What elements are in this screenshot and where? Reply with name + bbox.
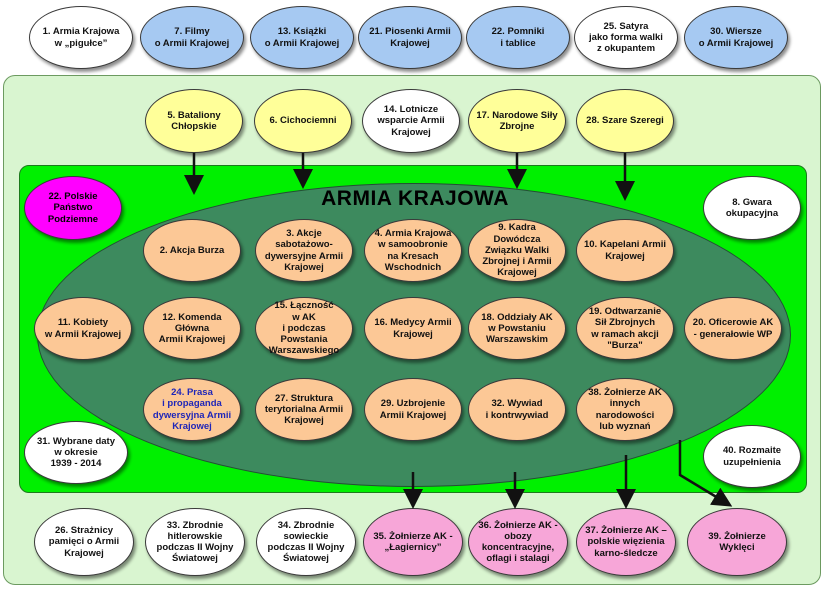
node-cichociemni[interactable]: 6. Cichociemni [254,89,352,153]
node-odtwarzanie-sil[interactable]: 19. Odtwarzanie Sił Zbrojnych w ramach a… [576,297,674,360]
node-kadra-dowodcza[interactable]: 9. Kadra Dowódcza Związku Walki Zbrojnej… [468,219,566,282]
node-rozmaite-uzupelnienia[interactable]: 40. Rozmaite uzupełnienia [703,425,801,488]
node-wybrane-daty[interactable]: 31. Wybrane daty w okresie 1939 - 2014 [24,421,128,484]
node-bataliony-chlopskie[interactable]: 5. Bataliony Chłopskie [145,89,243,153]
node-polskie-panstwo-podziemne[interactable]: 22. Polskie Państwo Podziemne [24,176,122,240]
node-komenda-glowna[interactable]: 12. Komenda Główna Armii Krajowej [143,297,241,360]
node-prasa-propaganda[interactable]: 24. Prasa i propaganda dywersyjna Armii … [143,378,241,441]
node-obozy-koncentracyjne[interactable]: 36. Żołnierze AK - obozy koncentracyjne,… [468,508,568,576]
node-uzbrojenie[interactable]: 29. Uzbrojenie Armii Krajowej [364,378,462,441]
node-akcja-burza[interactable]: 2. Akcja Burza [143,219,241,282]
node-narodowe-sily-zbrojne[interactable]: 17. Narodowe Siły Zbrojne [468,89,566,153]
node-struktura-terytorialna[interactable]: 27. Struktura terytorialna Armii Krajowe… [255,378,353,441]
node-zbrodnie-hitlerowskie[interactable]: 33. Zbrodnie hitlerowskie podczas II Woj… [145,508,245,576]
node-straznicy-pamieci[interactable]: 26. Strażnicy pamięci o Armii Krajowej [34,508,134,576]
node-polskie-wiezienia[interactable]: 37. Żołnierze AK – polskie więzienia kar… [576,508,676,576]
node-pomniki[interactable]: 22. Pomniki i tablice [466,6,570,69]
node-lotnicze-wsparcie[interactable]: 14. Lotnicze wsparcie Armii Krajowej [362,89,460,153]
node-lagiernicy[interactable]: 35. Żołnierze AK - „Łagiernicy” [363,508,463,576]
node-zolnierze-innych-narodowosci[interactable]: 38. Żołnierze AK innych narodowości lub … [576,378,674,441]
node-samoobrona-kresy[interactable]: 4. Armia Krajowa w samoobronie na Kresac… [364,219,462,282]
node-wywiad[interactable]: 32. Wywiad i kontrwywiad [468,378,566,441]
node-kapelani[interactable]: 10. Kapelani Armii Krajowej [576,219,674,282]
node-ksiazki[interactable]: 13. Książki o Armii Krajowej [250,6,354,69]
node-lacznosc[interactable]: 15. Łączność w AK i podczas Powstania Wa… [255,297,353,360]
node-oficerowie-generalowie[interactable]: 20. Oficerowie AK - generałowie WP [684,297,782,360]
node-zbrodnie-sowieckie[interactable]: 34. Zbrodnie sowieckie podczas II Wojny … [256,508,356,576]
node-wiersze[interactable]: 30. Wiersze o Armii Krajowej [684,6,788,69]
node-oddzialy-powstanie[interactable]: 18. Oddziały AK w Powstaniu Warszawskim [468,297,566,360]
node-gwara-okupacyjna[interactable]: 8. Gwara okupacyjna [703,176,801,240]
arrow-core-to-wykleci [678,440,733,507]
node-filmy[interactable]: 7. Filmy o Armii Krajowej [140,6,244,69]
node-akcje-sabotazowo-dywersyjne[interactable]: 3. Akcje sabotażowo- dywersyjne Armii Kr… [255,219,353,282]
node-medycy[interactable]: 16. Medycy Armii Krajowej [364,297,462,360]
node-szare-szeregi[interactable]: 28. Szare Szeregi [576,89,674,153]
node-kobiety[interactable]: 11. Kobiety w Armii Krajowej [34,297,132,360]
core-title: ARMIA KRAJOWA [321,187,509,210]
node-piosenki[interactable]: 21. Piosenki Armii Krajowej [358,6,462,69]
node-satyra[interactable]: 25. Satyra jako forma walki z okupantem [574,6,678,69]
node-armia-krajowa-w-pigulce[interactable]: 1. Armia Krajowa w „pigułce” [29,6,133,69]
node-zolnierze-wykleci[interactable]: 39. Żołnierze Wyklęci [687,508,787,576]
